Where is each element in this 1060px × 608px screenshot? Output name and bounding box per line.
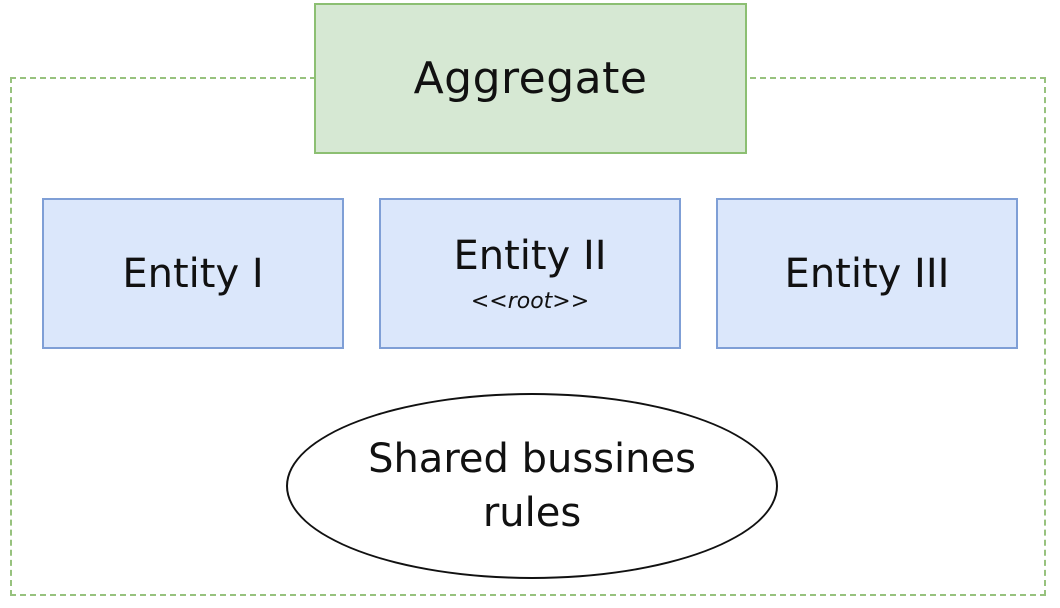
entity-label-2: Entity II	[453, 233, 607, 279]
entity-box-1: Entity I	[42, 198, 344, 349]
aggregate-box: Aggregate	[314, 3, 747, 154]
aggregate-label: Aggregate	[413, 53, 648, 104]
root-stereotype: <<root>>	[470, 289, 590, 314]
shared-rules-ellipse: Shared bussines rules	[286, 393, 778, 579]
entity-label-3: Entity III	[784, 250, 950, 297]
shared-rules-label: Shared bussines rules	[368, 436, 696, 536]
entity-box-3: Entity III	[716, 198, 1018, 349]
entity-label-1: Entity I	[122, 250, 264, 297]
entity-box-2-root: Entity II <<root>>	[379, 198, 681, 349]
